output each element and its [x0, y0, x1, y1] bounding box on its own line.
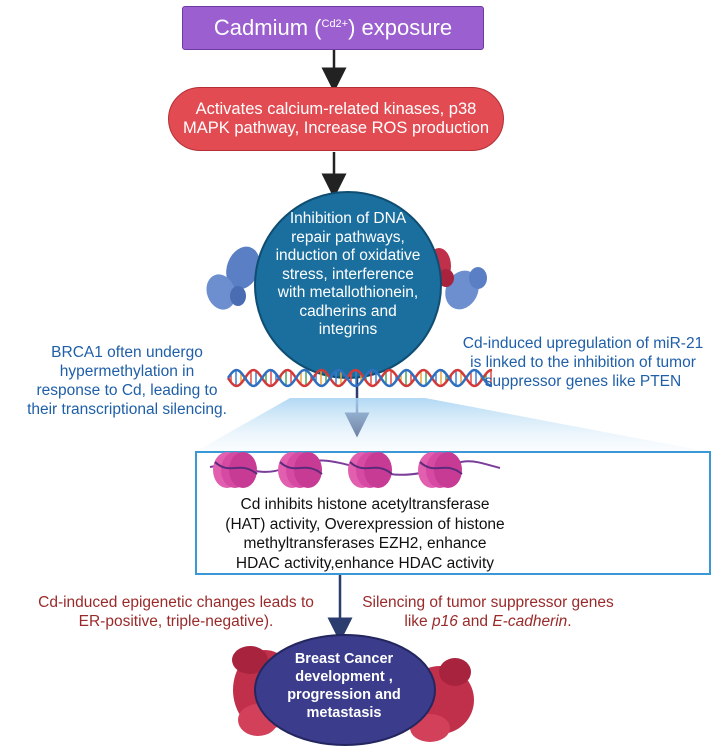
- silencing-mid: and: [457, 613, 493, 630]
- brca1-note: BRCA1 often undergo hypermethylation in …: [4, 343, 250, 419]
- dna-repair-line: cadherins and: [299, 302, 397, 320]
- cd-superscript: Cd2+: [321, 18, 349, 30]
- histone-line: methyltransferases EZH2, enhance: [243, 535, 487, 552]
- brca1-line: hypermethylation in: [59, 363, 195, 380]
- mir21-line: Cd-induced upregulation of miR-21: [462, 335, 704, 352]
- dna-strand: [226, 368, 493, 388]
- histone-text: Cd inhibits histone acetyltransferase (H…: [210, 495, 520, 573]
- histone-line: HDAC activity,enhance HDAC activity: [235, 554, 495, 572]
- dna-repair-text: Inhibition of DNA repair pathways, induc…: [258, 210, 438, 360]
- brca1-line: their transcriptional silencing.: [27, 401, 227, 418]
- mir21-note: Cd-induced upregulation of miR-21 is lin…: [452, 334, 714, 391]
- histone-line: Cd inhibits histone acetyltransferase: [240, 496, 490, 513]
- dna-helix-icon: [226, 368, 493, 388]
- epigenetic-line: Cd-induced epigenetic changes leads to: [38, 594, 314, 611]
- nucleosome: [348, 452, 393, 488]
- dna-strand: [226, 368, 493, 388]
- nucleosome: [278, 452, 323, 488]
- cancer-circle: [254, 634, 436, 746]
- silencing-post: .: [567, 613, 572, 630]
- nucleosome: [418, 452, 463, 488]
- dna-repair-line: integrins: [318, 321, 378, 338]
- brca1-line: response to Cd, leading to: [36, 382, 218, 399]
- cancer-line: metastasis: [306, 705, 382, 721]
- histone-line: (HAT) activity, Overexpression of histon…: [225, 515, 505, 533]
- epigenetic-line: ER-positive, triple-negative).: [78, 613, 274, 630]
- dna-repair-line: stress, interference: [282, 265, 414, 283]
- silencing-line: Silencing of tumor suppressor genes: [362, 594, 614, 611]
- dna-repair-line: induction of oxidative: [275, 247, 421, 264]
- dna-repair-line: with metallothionein,: [277, 284, 419, 301]
- receptor-blue-icon: [206, 246, 260, 310]
- nucleosome-icon: [213, 452, 463, 488]
- silencing-line-2: like p16 and E-cadherin.: [342, 612, 634, 631]
- brca1-line: BRCA1 often undergo: [51, 344, 203, 361]
- dna-repair-line: Inhibition of DNA: [289, 210, 407, 227]
- cancer-text: Breast Cancer development , progression …: [268, 650, 420, 722]
- exposure-text: Cadmium (: [213, 15, 322, 40]
- zoom-funnel: [195, 398, 710, 452]
- mir21-line: is linked to the inhibition of tumor: [470, 354, 696, 371]
- gene-p16: p16: [431, 613, 458, 630]
- kinases-box: Activates calcium-related kinases, p38 M…: [168, 87, 504, 151]
- silencing-pre: like: [404, 613, 432, 630]
- nucleosome: [213, 452, 258, 488]
- cancer-line: development ,: [295, 669, 393, 685]
- kinases-text: Activates calcium-related kinases, p38 M…: [183, 100, 490, 137]
- cancer-line: Breast Cancer: [294, 651, 394, 667]
- cancer-line: progression and: [287, 687, 401, 703]
- cadmium-exposure-box: Cadmium (Cd2+) exposure: [182, 6, 484, 50]
- silencing-note: Silencing of tumor suppressor genes like…: [342, 593, 634, 631]
- gene-e-cadherin: E-cadherin: [492, 613, 568, 630]
- epigenetic-note: Cd-induced epigenetic changes leads to E…: [20, 593, 332, 631]
- dna-repair-line: repair pathways,: [291, 228, 405, 246]
- mir21-line: suppressor genes like PTEN: [484, 373, 682, 390]
- exposure-suffix: ) exposure: [348, 15, 453, 40]
